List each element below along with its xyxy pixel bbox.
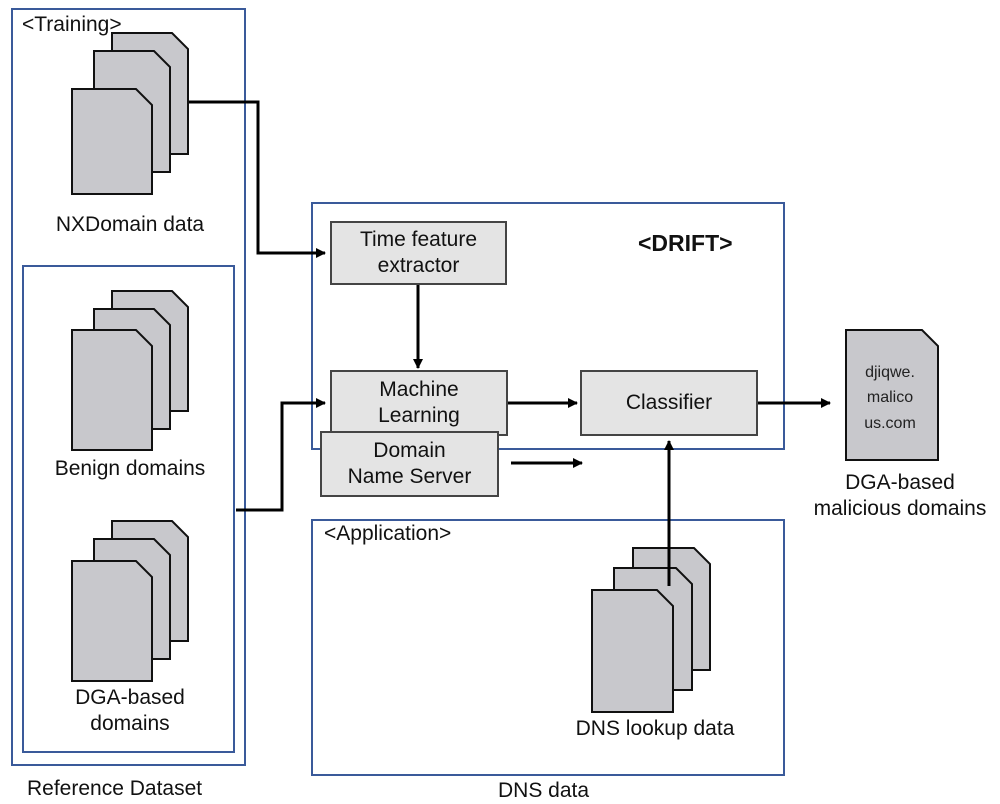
benign-documents-icon [71, 290, 189, 451]
application-frame [311, 519, 785, 776]
arrow-nxdomain-to-time-feature [189, 100, 326, 258]
machine-learning-box: Machine Learning [330, 370, 508, 436]
dns-lookup-documents-icon [591, 547, 711, 713]
training-title: <Training> [22, 13, 122, 36]
nxdomain-documents-icon [71, 32, 189, 195]
drift-title: <DRIFT> [638, 230, 733, 256]
doc-line-3: us.com [864, 415, 916, 432]
time-feature-extractor-box: Time feature extractor [330, 221, 507, 285]
training-frame [11, 8, 246, 766]
domain-name-server-box: Domain Name Server [320, 431, 499, 497]
benign-domains-label: Benign domains [54, 457, 206, 480]
nxdomain-label: NXDomain data [55, 213, 205, 236]
reference-dataset-frame [22, 265, 235, 753]
classifier-box: Classifier [580, 370, 758, 436]
application-title: <Application> [324, 522, 452, 545]
reference-dataset-label: Reference Dataset [27, 777, 203, 800]
dga-documents-icon [71, 520, 189, 682]
doc-line-2: malico [867, 389, 913, 406]
dns-lookup-label: DNS lookup data [575, 717, 735, 740]
output-label: DGA-based malicious domains [813, 471, 987, 520]
output-document-icon: djiqwe. malico us.com [845, 329, 939, 461]
dns-data-label: DNS data [498, 779, 590, 802]
arrow-reference-to-ml [236, 398, 326, 512]
doc-line-1: djiqwe. [865, 364, 915, 381]
dga-domains-label: DGA-based domains [75, 686, 185, 735]
drift-frame [311, 202, 785, 450]
